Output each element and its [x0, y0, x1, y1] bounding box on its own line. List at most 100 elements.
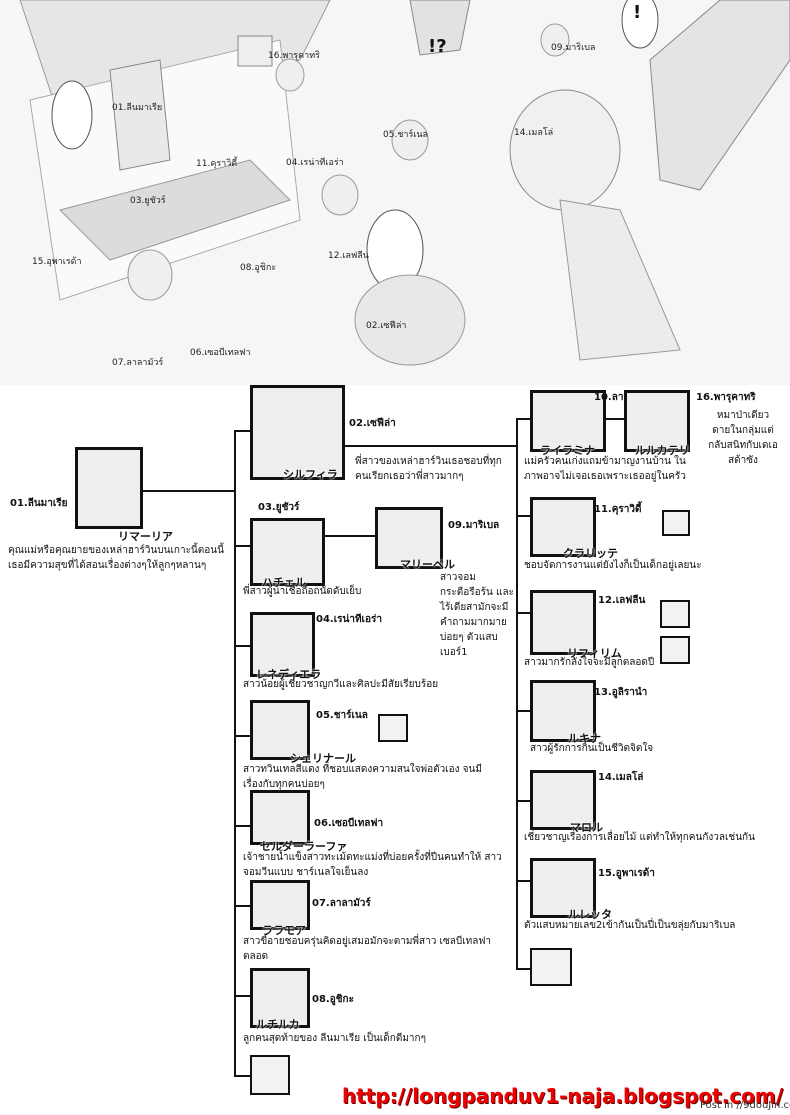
character-name-11: 11.คุราวิดี้ — [594, 504, 642, 515]
character-name-12: 12.เลฟลีน — [598, 595, 646, 606]
character-jp-name-07: ララモア — [262, 924, 306, 937]
connector-line — [606, 418, 626, 420]
portrait-09 — [375, 507, 443, 569]
connector-line — [234, 645, 252, 647]
character-desc-15: ตัวแสบหมายเลข2เข้ากันเป็นปี่เป็นขลุ่ยกับ… — [524, 920, 736, 931]
character-desc-05: สาวทวินเทลสีแดง ที่ชอบแสดงความสนใจพ่อตัว… — [243, 764, 482, 790]
connector-line — [516, 612, 532, 614]
portrait-15 — [530, 858, 596, 918]
scene-label-04: 04.เรน่าทีเอร่า — [286, 158, 344, 168]
scene-label-05: 05.ชาร์เนล — [383, 130, 429, 140]
exclaim-mark: !? — [428, 36, 447, 57]
character-jp-name-12: リフィリム — [567, 647, 622, 660]
connector-line — [342, 445, 517, 447]
portrait-14 — [530, 770, 596, 830]
site-credit: Post in //9douJin.com — [700, 1100, 790, 1111]
character-jp-name-01: リマーリア — [118, 530, 173, 543]
connector-line — [234, 995, 252, 997]
bang-mark: ! — [633, 2, 642, 23]
scene-label-15: 15.อุพาเรด้า — [32, 257, 82, 267]
character-jp-name-14: マロル — [570, 821, 603, 834]
scene-label-06: 06.เซอบีเทลฟา — [190, 348, 251, 358]
character-name-02: 02.เซฟีล่า — [349, 418, 396, 429]
scene-label-08: 08.อูชิกะ — [240, 263, 277, 273]
portrait-08 — [250, 968, 310, 1028]
portrait-03 — [250, 518, 325, 586]
scene-label-14: 14.เมลโล่ — [514, 128, 554, 138]
character-jp-name-05: シェリナール — [290, 752, 356, 765]
portrait-10 — [530, 390, 606, 452]
character-name-07: 07.ลาลามัวร์ — [312, 898, 371, 909]
character-name-04: 04.เรน่าทีเอร่า — [316, 614, 382, 625]
character-jp-name-02: シルフィラ — [283, 468, 338, 481]
portrait-04 — [250, 612, 315, 677]
portrait-01 — [75, 447, 143, 529]
character-name-05: 05.ชาร์เนล — [316, 710, 368, 721]
character-jp-name-10: ライラミナ — [540, 444, 595, 457]
connector-line — [140, 490, 235, 492]
connector-line — [234, 430, 236, 1075]
connector-line — [234, 1075, 252, 1077]
character-jp-name-04: レネディエラ — [256, 668, 322, 681]
blog-url-link[interactable]: http://longpanduv1-naja.blogspot.com/ — [342, 1084, 784, 1108]
portrait-11 — [530, 497, 596, 557]
character-name-08: 08.อูชิกะ — [312, 994, 354, 1005]
character-name-03: 03.ยูชัวร์ — [258, 502, 300, 513]
scene-label-16: 16.พารุคาทริ — [268, 51, 320, 61]
portrait-02 — [250, 385, 345, 480]
portrait-13 — [530, 680, 596, 742]
connector-line — [234, 905, 252, 907]
scene-label-07: 07.ลาลามัวร์ — [112, 358, 164, 368]
connector-line — [234, 825, 252, 827]
portrait-07 — [250, 880, 310, 930]
child-icon-12b — [660, 636, 690, 664]
connector-line — [516, 418, 518, 970]
connector-line — [516, 710, 532, 712]
scene-label-03: 03.ยูชัวร์ — [130, 196, 166, 206]
scene-drawing — [19, 0, 790, 366]
connector-line — [234, 545, 252, 547]
character-desc-10: แม่ครัวคนเก่งแถมข้ามาญงานบ้าน ในภาพอาจไม… — [524, 456, 686, 482]
connector-line — [516, 880, 532, 882]
character-jp-name-06: セルダーラーファ — [260, 840, 348, 853]
scene-label-12: 12.เลฟลีน — [328, 251, 369, 261]
character-jp-name-11: クラリッテ — [563, 547, 618, 560]
character-name-06: 06.เซอบีเทลฟา — [314, 818, 384, 829]
child-icon-05 — [378, 714, 408, 742]
connector-line — [516, 968, 532, 970]
illustration-scene: 16.พารุคาทริ 01.ลีนมาเรีย 11.คุราวิดี้ 0… — [0, 0, 790, 385]
portrait-06 — [250, 790, 310, 845]
character-jp-name-09: マリーベル — [400, 558, 455, 571]
scene-label-01: 01.ลีนมาเรีย — [112, 103, 163, 113]
character-name-15: 15.อูพาเรด้า — [598, 868, 655, 879]
character-jp-name-08: ルチルカ — [256, 1018, 300, 1031]
character-name-14: 14.เมลโล่ — [598, 772, 644, 783]
character-name-01: 01.ลีนมาเรีย — [10, 498, 68, 509]
connector-line — [516, 515, 532, 517]
character-desc-04: สาวน้อยผู้เชี่ยวชาญกวีและศิลปะมีสัยเรียบ… — [243, 679, 439, 690]
character-name-13: 13.อูลิรานำ — [594, 687, 648, 698]
child-icon-15 — [530, 948, 572, 986]
character-desc-11: ชอบจัดการงานแต่ยังไงก็เป็นเด็กอยู่เลยนะ — [524, 560, 702, 571]
character-jp-name-16: ルルカテリ — [635, 444, 690, 457]
scene-label-02: 02.เซฟีล่า — [366, 321, 407, 331]
portrait-12 — [530, 590, 596, 655]
character-name-16: 16.พารุคาทริ — [696, 392, 756, 403]
character-desc-13: สาวผู้รักการกินเป็นชีวิตจิตใจ — [530, 743, 654, 754]
connector-line — [234, 430, 252, 432]
child-icon-12a — [660, 600, 690, 628]
connector-line — [516, 800, 532, 802]
character-desc-08: ลูกคนสุดท้ายของ ลีนมาเรีย เป็นเด็กดีมากๆ — [243, 1033, 426, 1044]
portrait-16 — [624, 390, 690, 452]
character-desc-01: คุณแม่หรือคุณยายของเหล่าฮาร์วินบนเกาะนี้… — [8, 545, 224, 571]
connector-line — [516, 418, 532, 420]
character-desc-06: เจ้าชายน้ำแข็งสาวทะเม้ดทะแม่งที่บ่อยครั้… — [243, 852, 502, 878]
character-desc-02: พี่สาวของเหล่าฮาร์วินเธอชอบที่ทุกคนเรียก… — [355, 456, 502, 482]
child-icon-08 — [250, 1055, 290, 1095]
connector-line — [234, 735, 252, 737]
character-desc-14: เชี่ยวชาญเรื่องการเลื่อยไม้ แต่ทำให้ทุกค… — [524, 832, 755, 843]
character-desc-03: พี่สาวผู้น่าเชื่อถือถนัดดับเย็บ — [243, 586, 362, 597]
character-desc-07: สาวขี้อายชอบครุ่นคิดอยู่เสมอมักจะตามพี่ส… — [243, 936, 492, 962]
character-jp-name-13: ルキナ — [568, 732, 601, 745]
character-desc-09: สาวจอมกระตือรือร้น และไร้เดียสามักจะมี ค… — [440, 572, 515, 658]
